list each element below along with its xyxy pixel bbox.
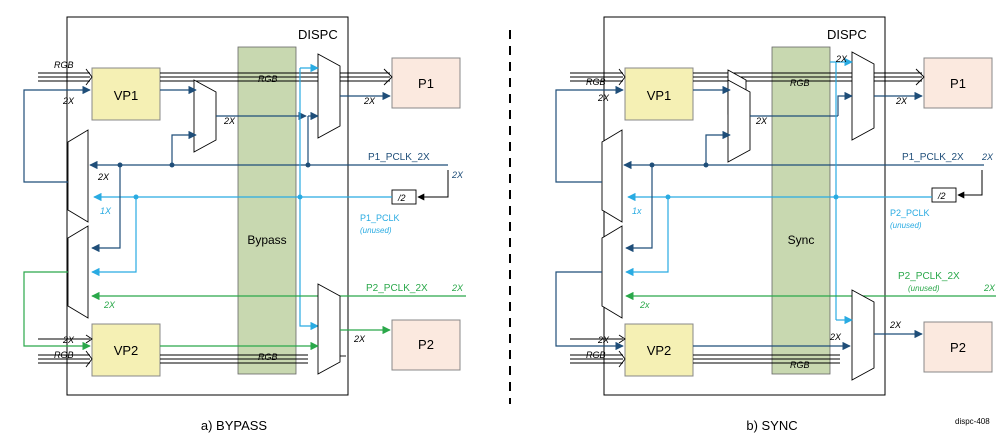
x2-p1: 2X: [363, 96, 376, 106]
x2-p2-sync: 2X: [889, 320, 902, 330]
p2-mux: [317, 283, 341, 375]
panel-sync: DISPC Sync VP1 VP2 P1 P2: [555, 16, 996, 433]
p2-box: [391, 319, 461, 371]
div2-label-sync: /2: [937, 191, 946, 201]
p1-pclk-unused: (unused): [360, 226, 392, 235]
vp1-box: [91, 67, 161, 121]
dispc-label-sync: DISPC: [827, 27, 867, 42]
x2-p1-sync: 2X: [895, 96, 908, 106]
x2-vp1-mux-sync: 2X: [755, 116, 768, 126]
p1-label: P1: [418, 76, 434, 91]
x2-vp1-clk: 2X: [97, 172, 110, 182]
vp2-clk-mux: [67, 225, 89, 319]
x2-vp1-mux: 2X: [223, 116, 236, 126]
figure-id: dispc-408: [955, 417, 990, 426]
vp2-box: [91, 323, 161, 377]
x2-p1pclk-sync: 2X: [981, 152, 994, 162]
vp2-label: VP2: [114, 343, 139, 358]
rgb-bus-bottom-sync: RGB: [790, 360, 810, 370]
bypass-band: [237, 46, 297, 375]
rgb-in-vp1-sync: RGB: [586, 77, 606, 87]
p1-label-sync: P1: [950, 76, 966, 91]
p1-pclk-2x-label-sync: P1_PCLK_2X: [902, 152, 964, 163]
vp1-mux: [193, 79, 217, 153]
caption-sync: b) SYNC: [746, 418, 797, 433]
rgb-bus-top: RGB: [258, 74, 278, 84]
p2-label-sync: P2: [950, 340, 966, 355]
x1-label-sync: 1x: [632, 206, 642, 216]
rgb-in-vp2: RGB: [54, 350, 74, 360]
sync-band: [771, 46, 831, 375]
caption-bypass: a) BYPASS: [201, 418, 268, 433]
p2-pclk-unused-sync: (unused): [890, 221, 922, 230]
p2-label: P2: [418, 337, 434, 352]
vp1-box-sync: [624, 67, 694, 121]
x2-lower-sync: 2x: [639, 300, 650, 310]
vp1-clk-mux-sync: [601, 129, 623, 223]
p2-pclk-label-sync: P2_PCLK: [890, 208, 930, 218]
div2-label: /2: [397, 193, 406, 203]
bypass-label: Bypass: [247, 233, 286, 247]
x2-p2: 2X: [353, 334, 366, 344]
div2-box-sync: [931, 187, 957, 203]
rgb-bus-bottom: RGB: [258, 352, 278, 362]
x2-in-vp1: 2X: [62, 96, 75, 106]
p1-box-sync: [923, 57, 993, 109]
dispc-frame: [66, 16, 349, 396]
x2-p1pclk: 2X: [451, 170, 464, 180]
x1-label: 1X: [100, 206, 112, 216]
rgb-bus-top-sync: RGB: [790, 78, 810, 88]
p2-mux-sync: [851, 289, 875, 381]
rgb-in-vp1: RGB: [54, 60, 74, 70]
vp2-clk-mux-sync: [601, 225, 623, 319]
p1-pclk-label: P1_PCLK: [360, 213, 400, 223]
p1-box: [391, 57, 461, 109]
vp1-mux-sync: [727, 79, 751, 163]
p2-pclk-2x-label: P2_PCLK_2X: [366, 283, 428, 294]
x2-p2pclk-sync: 2X: [983, 283, 996, 293]
p2-pclk-2x-unused-sync: (unused): [908, 284, 940, 293]
x2-p2pclk: 2X: [451, 283, 464, 293]
rgb-in-vp2-sync: RGB: [586, 350, 606, 360]
vp2-label-sync: VP2: [647, 343, 672, 358]
p1-mux: [317, 53, 341, 139]
vp1-label-sync: VP1: [647, 88, 672, 103]
x2-vp2-clk: 2X: [103, 300, 116, 310]
p2-pclk-2x-label-sync: P2_PCLK_2X: [898, 271, 960, 282]
vp1-label: VP1: [114, 88, 139, 103]
sync-label: Sync: [788, 233, 815, 247]
p1-pclk-2x-label: P1_PCLK_2X: [368, 152, 430, 163]
panel-bypass: DISPC Bypass VP1 VP2 P1 P2 RGB RGB 2X 2X: [23, 16, 466, 433]
p1-mux-sync: [851, 51, 875, 141]
dispc-label: DISPC: [298, 27, 338, 42]
vp2-box-sync: [624, 323, 694, 377]
x2-in-vp1-sync: 2X: [597, 93, 610, 103]
x2-in-vp2-sync: 2X: [597, 335, 610, 345]
x2-p2-mux-in-sync: 2X: [829, 332, 842, 342]
vp1-clk-mux: [67, 129, 89, 223]
x2-p1-top-sync: 2X: [835, 54, 848, 64]
p2-box-sync: [923, 321, 993, 373]
x2-in-vp2: 2X: [62, 335, 75, 345]
